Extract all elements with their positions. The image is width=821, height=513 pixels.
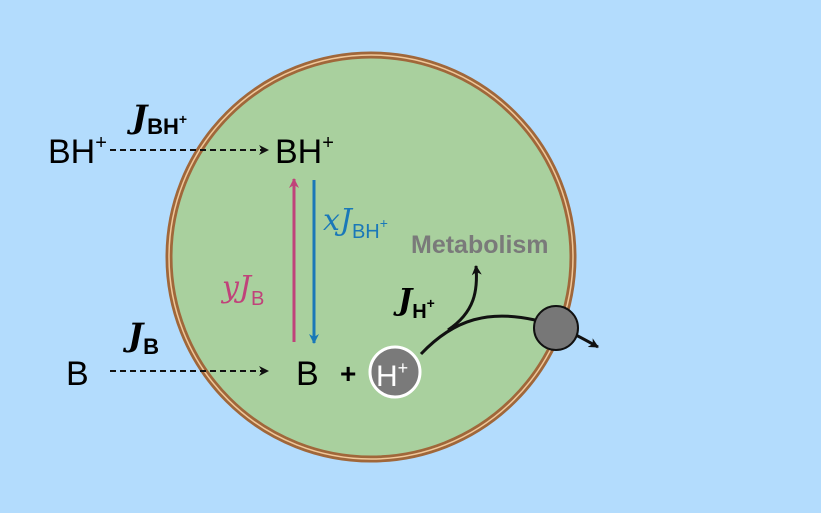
b-outside-label: B xyxy=(66,355,89,393)
bh-inside-label: BH+ xyxy=(275,132,334,171)
x-j-bh-flux-label: xJBH+ xyxy=(323,203,388,243)
transporter-icon xyxy=(533,305,579,351)
metabolism-label: Metabolism xyxy=(411,231,549,259)
bh-outside-label: BH+ xyxy=(48,132,107,171)
j-bh-flux-label: JBH+ xyxy=(126,98,187,139)
j-b-flux-label: JB xyxy=(122,316,159,359)
proton-label: H+ xyxy=(376,358,408,393)
y-j-b-flux-label: yJB xyxy=(220,270,264,310)
plus-sign: + xyxy=(340,358,356,389)
b-inside-label: B xyxy=(296,355,319,393)
j-h-flux-label: JH+ xyxy=(393,283,435,323)
metabolism-branch-curve xyxy=(447,265,482,332)
cell-membrane-line xyxy=(168,54,574,460)
proton-circle xyxy=(368,345,422,399)
